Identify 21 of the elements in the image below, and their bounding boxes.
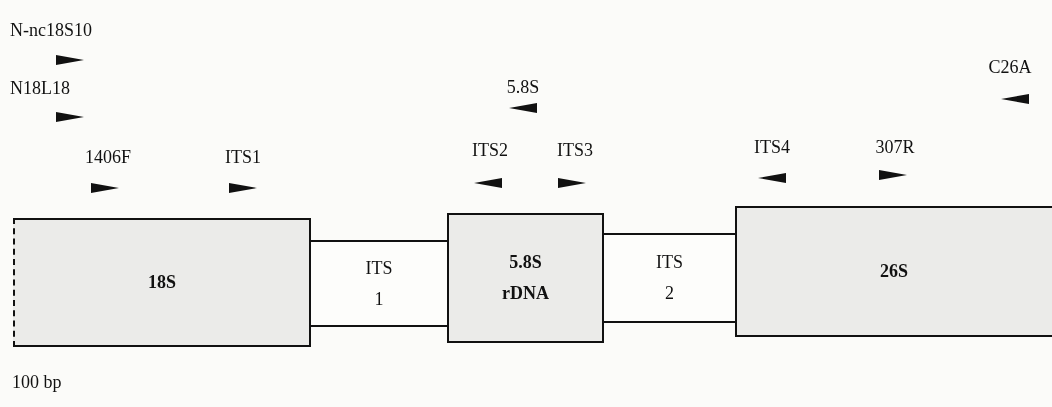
spacer-region-box (602, 233, 737, 323)
scale-label: 100 bp (12, 372, 62, 393)
gene-region-box (735, 206, 1052, 337)
region-label: 26S (880, 260, 908, 284)
spacer-region-box (309, 240, 449, 327)
primer-label: C26A (988, 57, 1032, 78)
primer-label: 5.8S (506, 77, 540, 98)
region-label: ITS 1 (364, 256, 394, 311)
region-label: 5.8S rDNA (501, 251, 550, 305)
primer-label: N-nc18S10 (10, 20, 92, 41)
primer-label: 307R (875, 137, 915, 158)
primer-label: ITS4 (754, 137, 790, 158)
primer-label: ITS3 (557, 140, 593, 161)
gene-region-box (13, 218, 311, 347)
primer-label: N18L18 (10, 78, 70, 99)
primer-label: 1406F (85, 147, 131, 168)
gene-region-box (447, 213, 604, 343)
primer-label: ITS2 (472, 140, 508, 161)
region-label: 18S (148, 271, 176, 295)
primer-label: ITS1 (225, 147, 261, 168)
region-label: ITS 2 (655, 251, 684, 305)
